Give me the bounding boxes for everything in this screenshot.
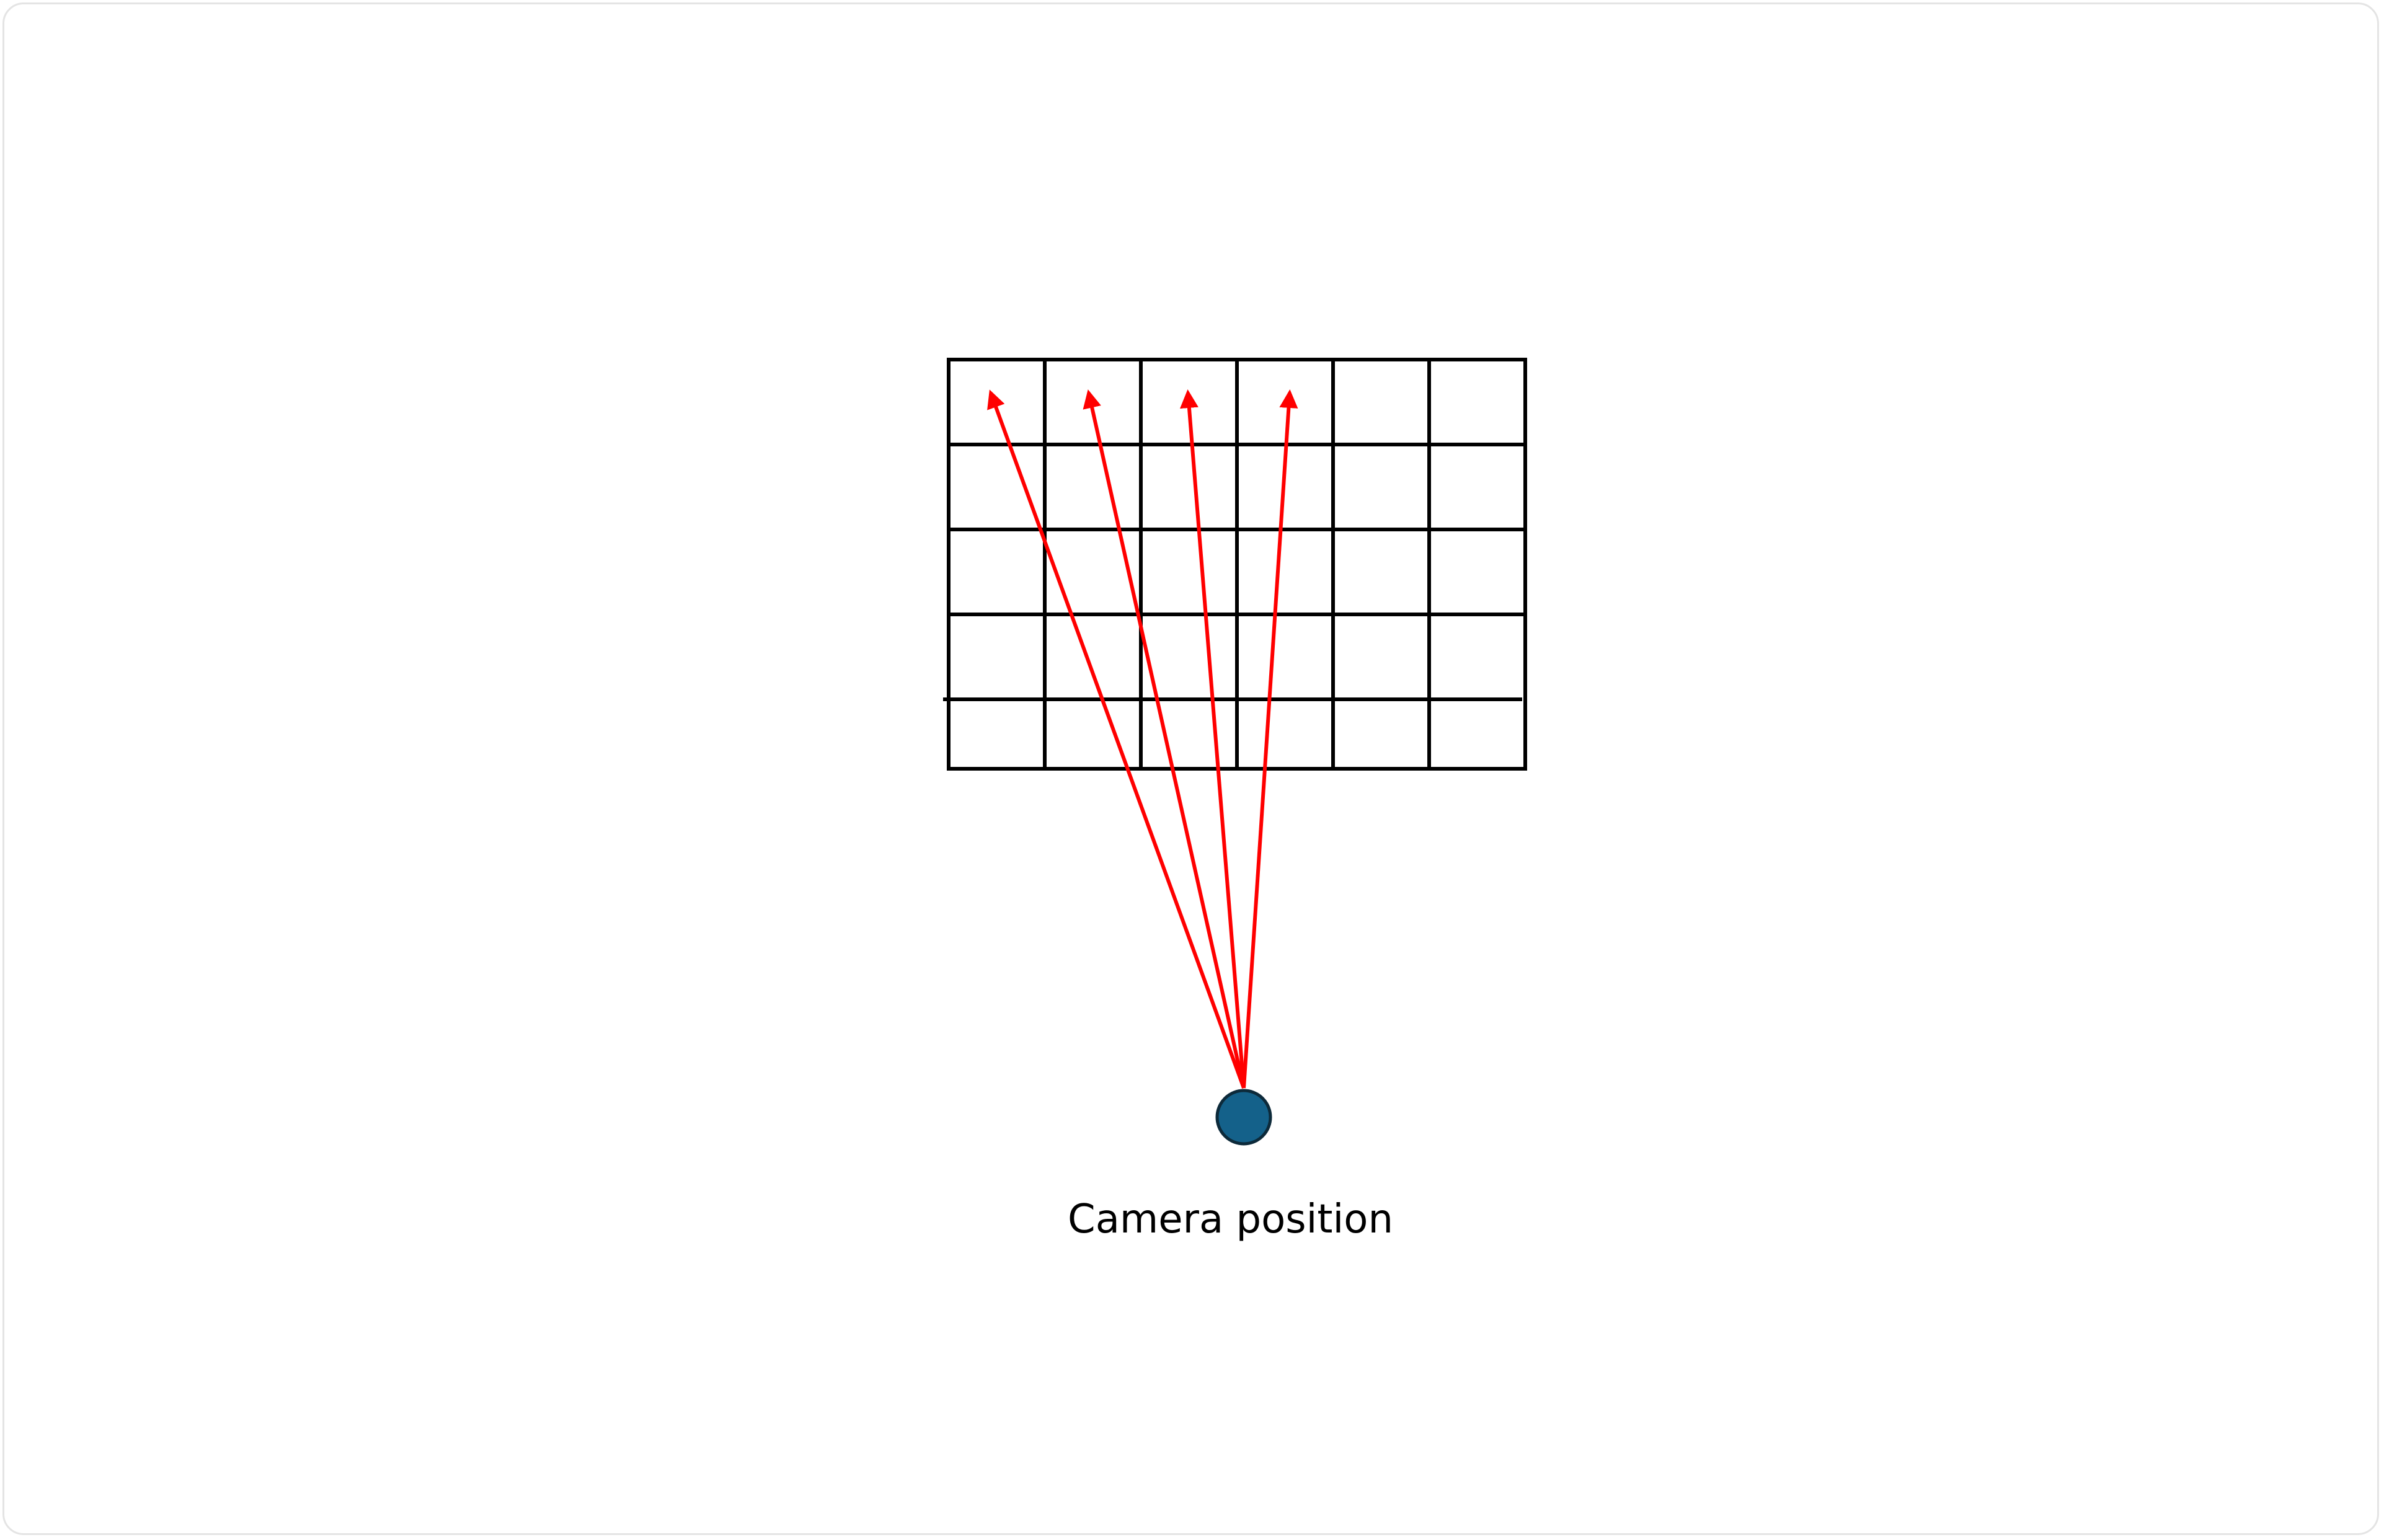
rays	[987, 389, 1298, 1089]
ray-arrow	[1242, 389, 1298, 1089]
camera-dot	[1215, 1089, 1272, 1146]
camera-position-label: Camera position	[1068, 1197, 1393, 1242]
ray-arrow	[987, 389, 1246, 1089]
ray-arrow	[1083, 389, 1246, 1089]
ray-arrow	[1179, 389, 1246, 1089]
grid	[943, 358, 1527, 771]
